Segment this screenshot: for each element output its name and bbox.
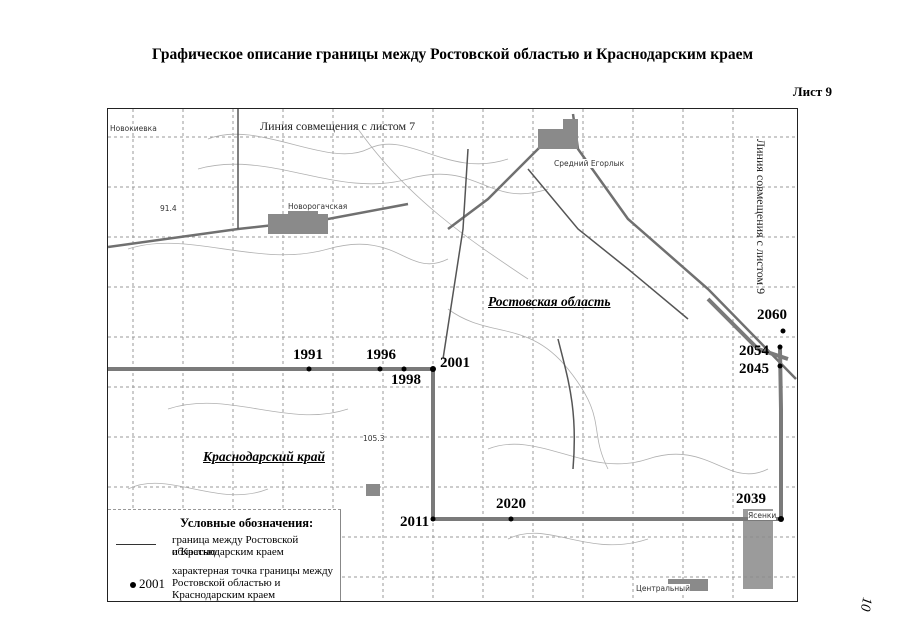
boundary-point-label: 2001 [440,355,470,371]
document-title: Графическое описание границы между Росто… [151,46,754,63]
boundary-point-symbol [130,582,136,588]
page-number-handwritten: 10 [856,595,875,613]
junction-note-right: Линия совмещения с листом 9 [754,139,768,295]
settlement-label: Ясенки [748,511,777,520]
legend-title: Условные обозначения: [180,516,314,530]
boundary-point-label: 1991 [293,347,323,363]
boundary-point-label: 2011 [400,514,430,530]
elevation-mark: 105.3 [363,434,385,443]
map-background [108,109,797,601]
settlement-label: Средний Егорлык [554,159,625,168]
legend-text: Краснодарским краем [172,589,276,601]
boundary-line-symbol [116,544,156,545]
boundary-point-label: 2060 [757,307,787,323]
boundary-point-label: 2045 [739,361,769,377]
map-frame: Линия совмещения с листом 7 Линия совмещ… [107,108,798,602]
boundary-point-label: 1996 [366,347,396,363]
legend-sample-label: 2001 [139,576,165,591]
boundary-point-label: 1998 [391,372,421,388]
legend-text: и Краснодарским краем [172,546,284,558]
boundary-point-label: 2020 [496,496,526,512]
sheet-number: Лист 9 [792,84,832,99]
boundary-point-label: 2039 [736,491,766,507]
region-label-krasnodar: Краснодарский край [203,449,325,464]
map-legend: Условные обозначения: граница между Рост… [108,509,341,601]
elevation-mark: 91.4 [160,204,177,213]
settlement-label: Новокиевка [110,124,157,133]
boundary-point-label: 2054 [739,343,769,359]
legend-text: характерная точка границы между [172,565,334,577]
legend-text: граница между Ростовской областью [172,534,299,558]
region-label-rostov: Ростовская область [488,294,611,309]
legend-text: Ростовской областью и [172,577,281,589]
settlement-label: Центральный [636,584,690,593]
junction-note-top: Линия совмещения с листом 7 [260,119,416,133]
settlement-label: Новорогачская [288,202,348,211]
